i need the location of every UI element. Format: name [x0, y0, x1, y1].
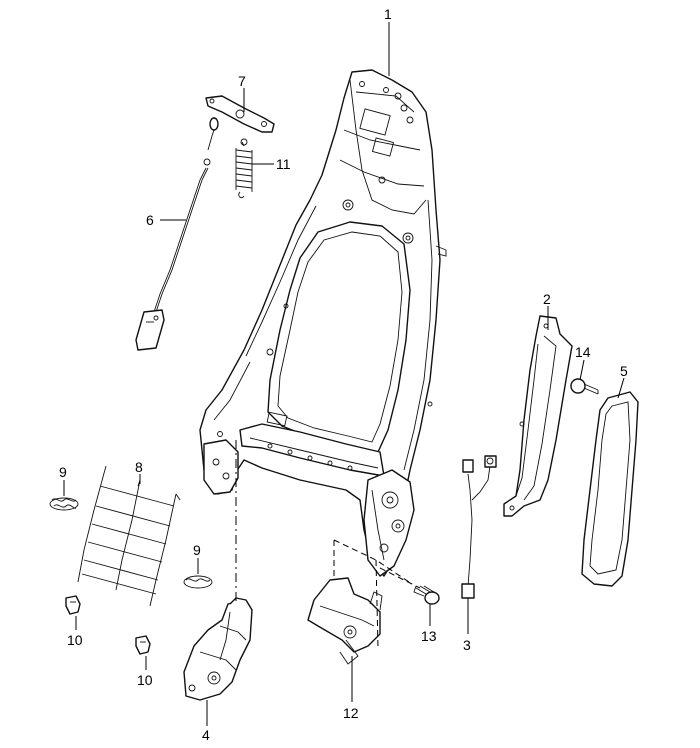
leader-lines — [63, 22, 625, 726]
part-6-cable[interactable] — [135, 117, 219, 351]
callout-2: 2 — [543, 291, 551, 307]
callout-10-right: 10 — [137, 672, 153, 688]
part-12-latch[interactable] — [307, 577, 383, 665]
callout-6: 6 — [146, 212, 154, 228]
part-13-screw[interactable] — [413, 585, 440, 605]
assembly-guide-screw — [379, 567, 421, 589]
callout-9-right: 9 — [193, 542, 201, 558]
callout-9-left: 9 — [59, 464, 67, 480]
part-9-spring-left[interactable] — [49, 497, 79, 511]
callout-4: 4 — [202, 727, 210, 743]
part-2-side-trim-panel[interactable] — [503, 315, 573, 517]
callout-7: 7 — [238, 73, 246, 89]
part-5-back-panel[interactable] — [581, 391, 639, 587]
callout-5: 5 — [620, 363, 628, 379]
assembly-guide-latch — [333, 539, 413, 649]
callout-14: 14 — [575, 344, 591, 360]
callout-1: 1 — [384, 6, 392, 22]
callout-10-left: 10 — [67, 632, 83, 648]
callout-8: 8 — [135, 459, 143, 475]
part-1-backrest-frame[interactable] — [199, 69, 447, 577]
part-10-clip-left[interactable] — [65, 595, 81, 615]
part-14-bolt[interactable] — [570, 378, 599, 395]
callout-11: 11 — [276, 156, 291, 172]
part-8-lumbar-mesh[interactable] — [77, 465, 181, 607]
part-7-bracket[interactable] — [205, 95, 275, 133]
part-4-motor[interactable] — [183, 597, 253, 701]
callout-12: 12 — [343, 705, 359, 721]
part-9-spring-right[interactable] — [183, 575, 213, 589]
part-10-clip-right[interactable] — [135, 635, 151, 655]
callout-13: 13 — [421, 628, 437, 644]
callout-3: 3 — [463, 637, 471, 653]
part-11-tension-spring[interactable] — [235, 138, 253, 199]
part-3-wiring-harness[interactable] — [461, 455, 497, 599]
